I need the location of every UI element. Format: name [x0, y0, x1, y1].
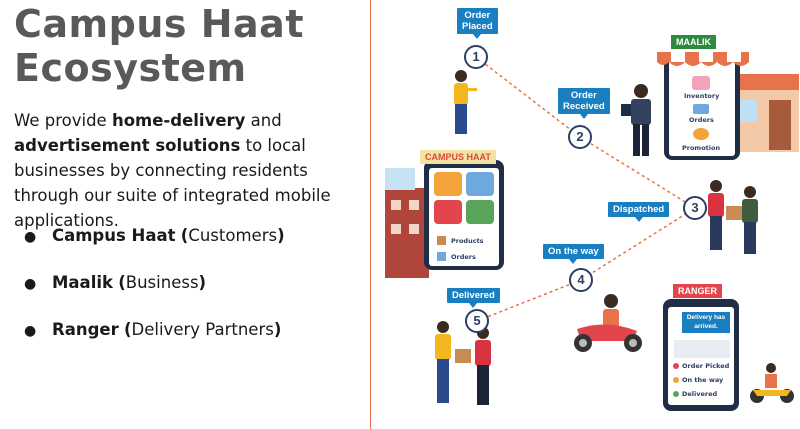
desc-text-3: to local businesses by connecting reside… [14, 136, 331, 230]
desc-bold-2: advertisement solutions [14, 136, 241, 155]
step-4-marker: 4 [569, 268, 593, 292]
bullet-icon: ● [24, 276, 37, 292]
status-dot-icon [673, 391, 679, 397]
product-tile-icon [466, 200, 494, 224]
paren-open: ( [118, 273, 126, 292]
step-2-marker: 2 [568, 125, 592, 149]
step-5-marker: 5 [465, 309, 489, 333]
rider-icon [750, 363, 794, 403]
tag-text: Order [570, 90, 597, 101]
map-icon [674, 340, 730, 358]
ranger-item-delivered: Delivered [682, 390, 718, 398]
page-title: Campus Haat Ecosystem [14, 2, 304, 90]
paren-close: ) [273, 320, 282, 339]
step-5-tag: Delivered [447, 288, 500, 308]
status-dot-icon [673, 377, 679, 383]
app-list: ●Campus Haat (Customers) ●Maalik (Busine… [24, 226, 285, 367]
divider [370, 0, 371, 429]
paren-close: ) [277, 226, 285, 245]
ranger-item-on-the-way: On the way [682, 376, 724, 384]
desc-text-1: We provide [14, 111, 112, 130]
step-3-tag: Dispatched [608, 202, 670, 222]
list-item: ● Campus Haat (Customers) [24, 226, 285, 273]
product-tile-icon [434, 172, 462, 196]
tag-text: Order [464, 10, 491, 21]
maalik-brand: MAALIK [671, 35, 716, 49]
inventory-icon [692, 76, 710, 90]
customer-figure-icon [454, 70, 477, 134]
tag-text: Received [563, 101, 605, 112]
awning-icon [657, 52, 749, 66]
desc-text-2: and [245, 111, 282, 130]
dispatch-figures-icon [708, 180, 758, 254]
list-item: ● Maalik (Business) [24, 273, 285, 320]
maalik-phone [664, 52, 740, 160]
tag-text: Placed [462, 21, 493, 32]
product-tile-icon [434, 200, 462, 224]
campus-haat-item-products: Products [451, 237, 484, 245]
ranger-notice: Delivery has arrived. [682, 312, 730, 333]
storefront-icon [731, 74, 799, 152]
maalik-item-orders: Orders [689, 116, 714, 124]
paren-open: ( [123, 320, 132, 339]
ranger-item-picked: Order Picked [682, 362, 730, 370]
paren-close: ) [198, 273, 207, 292]
list-item: ● Ranger (Delivery Partners) [24, 320, 285, 367]
app-role: Delivery Partners [131, 320, 274, 339]
app-role: Business [125, 273, 199, 292]
desc-bold-1: home-delivery [111, 111, 246, 130]
app-name: Campus Haat [52, 226, 176, 245]
status-dot-icon [673, 363, 679, 369]
step-1-marker: 1 [464, 45, 488, 69]
app-role: Customers [188, 226, 278, 245]
description: We provide home-delivery and advertiseme… [14, 108, 364, 233]
step-3-marker: 3 [683, 196, 707, 220]
business-owner-icon [621, 84, 651, 156]
orders-icon [437, 252, 446, 261]
app-name: Ranger [52, 320, 119, 339]
promotion-icon [693, 128, 709, 140]
products-icon [437, 236, 446, 245]
ranger-brand: RANGER [673, 284, 723, 298]
paren-open: ( [180, 226, 189, 245]
step-4-tag: On the way [543, 244, 604, 264]
campus-haat-item-orders: Orders [451, 253, 476, 261]
buildings-icon [385, 168, 429, 278]
product-tile-icon [466, 172, 494, 196]
delivery-scooter-icon [574, 294, 642, 352]
bullet-icon: ● [24, 323, 37, 339]
ecosystem-diagram: MAALIK Inventory Orders Promotion CAMPUS… [371, 0, 800, 429]
maalik-item-promotion: Promotion [682, 144, 721, 152]
app-name: Maalik [52, 273, 113, 292]
campus-haat-brand: CAMPUS HAAT [420, 150, 496, 164]
handover-figures-icon [435, 321, 491, 405]
intro-panel: Campus Haat Ecosystem We provide home-de… [0, 0, 370, 429]
orders-icon [693, 104, 709, 114]
bullet-icon: ● [24, 229, 37, 245]
maalik-item-inventory: Inventory [684, 92, 720, 100]
